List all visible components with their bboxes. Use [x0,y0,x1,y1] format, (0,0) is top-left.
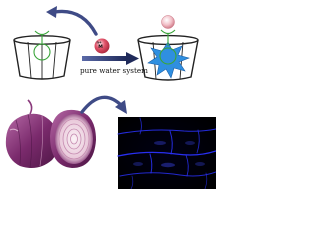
receptor-ring [33,43,51,61]
fluorescence-starburst-icon [147,41,190,79]
arrow-head [46,6,57,18]
curved-arrow-icon [80,95,124,114]
probe-cup-left [13,30,71,80]
fluorescence-image [117,117,216,189]
arrow-shaft [82,56,126,61]
ion-symbol: M [98,44,103,50]
cell-glow-spots [133,141,205,168]
process-arrow: pure water system [80,52,148,75]
process-label: pure water system [80,66,148,75]
curved-arrow-icon [53,9,98,36]
cut-onion-icon [50,109,96,168]
receptor-arms [160,29,176,35]
arrow-head [115,100,127,114]
bound-ion-icon [161,15,175,29]
cup-rib [27,41,32,79]
ion-charge: n+ [97,41,102,45]
sensing-scheme: M n+ pure water system [5,6,216,189]
probe-cup-right [137,15,199,81]
imaging-arrow [80,95,127,114]
receptor-arms [34,30,50,36]
return-arrow [46,6,98,36]
arrow-head [126,52,139,65]
metal-ion: M n+ [94,38,110,54]
onion-sample [5,99,96,169]
cup-rib [52,41,57,79]
cell-walls [117,117,216,189]
metal-ion-icon [94,38,110,54]
onion-icon [5,99,60,169]
probe-cup-icon [137,39,199,81]
receptor-ring [159,47,177,65]
